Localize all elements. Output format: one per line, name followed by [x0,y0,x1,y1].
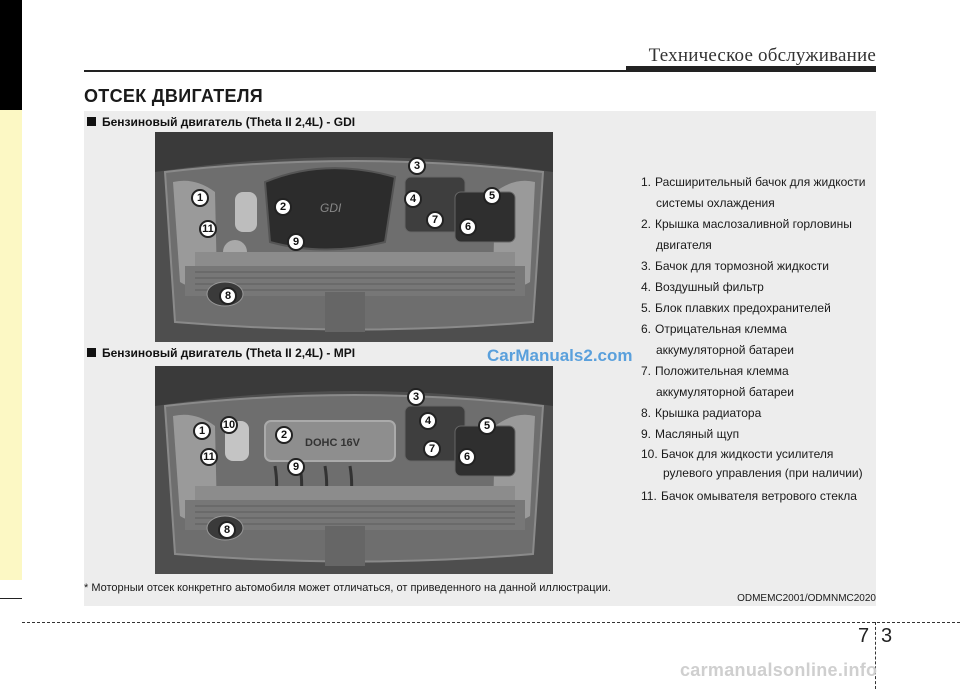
legend-number: 11. [641,489,657,503]
header-rule [84,70,876,72]
legend-item-10: 10.Бачок для жидкости усилителя рулевого… [641,445,881,484]
engine-photo-gdi: GDI [155,132,553,342]
legend-text: Блок плавких предохранителей [655,301,831,315]
legend-text: Бачок омывателя ветрового стекла [661,489,857,503]
section-title-mpi: Бензиновый двигатель (Theta II 2,4L) - M… [87,346,355,360]
legend-text-continued: аккумуляторной батареи [656,385,794,399]
legend-text: Крышка радиатора [655,406,762,420]
legend-text: Положительная клемма [655,364,789,378]
footnote: * Моторныи отсек конкретнго аьтомобиля м… [84,582,611,594]
gdi-callout-4: 4 [404,190,422,208]
footer-dashed-divider [875,622,876,689]
engine-cover-label-gdi: GDI [320,201,342,215]
gdi-callout-2: 2 [274,198,292,216]
gdi-callout-11: 11 [199,220,217,238]
legend-list: 1.Расширительный бачок для жидкости сист… [641,172,881,507]
legend-text-continued: системы охлаждения [656,196,775,210]
legend-item-5: 5.Блок плавких предохранителей [641,298,881,319]
mpi-callout-9: 9 [287,458,305,476]
legend-number: 2. [641,217,652,231]
legend-text: Расширительный бачок для жидкости [655,175,866,189]
mpi-callout-11: 11 [200,448,218,466]
gdi-callout-3: 3 [408,157,426,175]
legend-item-9: 9.Масляный щуп [641,424,881,445]
legend-number: 1. [641,175,652,189]
page-title: ОТСЕК ДВИГАТЕЛЯ [84,86,263,106]
side-rule [0,598,22,599]
bullet-square-icon [87,117,96,126]
legend-item-7: 7.Положительная клемма аккумуляторной ба… [641,361,881,403]
mpi-callout-5: 5 [478,417,496,435]
section-header-title: Техническое обслуживание [648,45,876,66]
mpi-callout-1: 1 [193,422,211,440]
legend-item-8: 8.Крышка радиатора [641,403,881,424]
legend-number: 6. [641,322,652,336]
legend-number: 8. [641,406,652,420]
section-title-gdi-text: Бензиновый двигатель (Theta II 2,4L) - G… [102,115,356,129]
mpi-callout-3: 3 [407,388,425,406]
legend-number: 9. [641,427,652,441]
legend-text-continued: рулевого управления (при наличии) [663,466,863,480]
gdi-callout-9: 9 [287,233,305,251]
page-number: 3 [881,625,893,647]
section-title-gdi: Бензиновый двигатель (Theta II 2,4L) - G… [87,115,355,129]
side-tab-black [0,0,22,110]
gdi-callout-6: 6 [459,218,477,236]
legend-text: Воздушный фильтр [655,280,764,294]
footer-dashed-rule [22,622,960,623]
mpi-callout-2: 2 [275,426,293,444]
mpi-callout-6: 6 [458,448,476,466]
chapter-number: 7 [858,625,870,647]
engine-illustration-mpi: DOHC 16V [155,366,553,574]
gdi-callout-8: 8 [219,287,237,305]
site-watermark: carmanualsonline.info [680,660,878,680]
legend-number: 7. [641,364,652,378]
legend-text-continued: двигателя [656,238,712,252]
legend-number: 3. [641,259,652,273]
engine-cover-label-mpi: DOHC 16V [305,437,361,449]
legend-item-11: 11. Бачок омывателя ветрового стекла [641,486,881,507]
engine-photo-mpi: DOHC 16V [155,366,553,574]
legend-item-2: 2.Крышка маслозаливной горловины двигате… [641,214,881,256]
bullet-square-icon [87,348,96,357]
mpi-callout-4: 4 [419,412,437,430]
legend-item-1: 1.Расширительный бачок для жидкости сист… [641,172,881,214]
watermark-logo: CarManuals2.com [487,346,633,365]
gdi-callout-5: 5 [483,187,501,205]
section-title-mpi-text: Бензиновый двигатель (Theta II 2,4L) - M… [102,346,356,360]
mpi-callout-10: 10 [220,416,238,434]
legend-item-3: 3.Бачок для тормозной жидкости [641,256,881,277]
gdi-callout-1: 1 [191,189,209,207]
side-tab-yellow [0,110,22,580]
header-rule-accent [626,66,876,72]
mpi-callout-7: 7 [423,440,441,458]
legend-number: 10. [641,447,658,461]
mpi-callout-8: 8 [218,521,236,539]
image-code: ODMEMC2001/ODMNMC2020 [737,593,876,604]
legend-item-4: 4.Воздушный фильтр [641,277,881,298]
legend-text: Бачок для тормозной жидкости [655,259,829,273]
legend-text: Крышка маслозаливной горловины [655,217,852,231]
legend-text: Бачок для жидкости усилителя [661,447,834,461]
gdi-callout-7: 7 [426,211,444,229]
legend-text-continued: аккумуляторной батареи [656,343,794,357]
legend-text: Масляный щуп [655,427,740,441]
legend-number: 4. [641,280,652,294]
legend-item-6: 6.Отрицательная клемма аккумуляторной ба… [641,319,881,361]
engine-illustration-gdi: GDI [155,132,553,342]
legend-number: 5. [641,301,652,315]
legend-text: Отрицательная клемма [655,322,787,336]
